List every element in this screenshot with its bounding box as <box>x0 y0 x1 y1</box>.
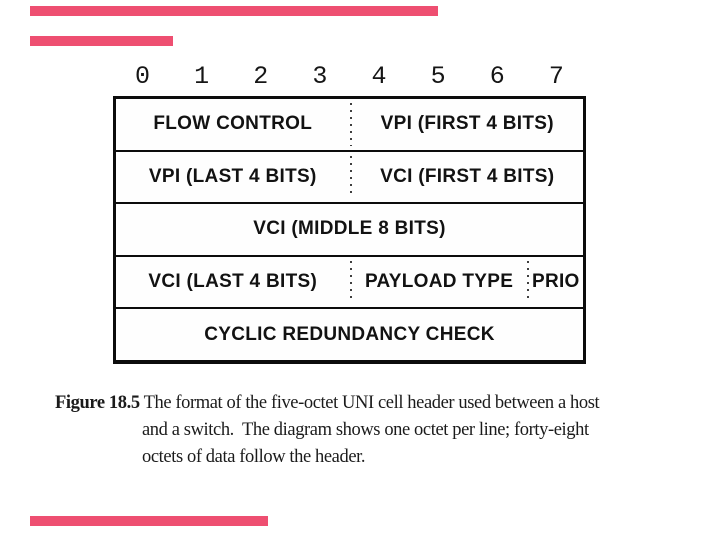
bit-scale: 0 1 2 3 4 5 6 7 <box>113 62 586 92</box>
octet-row-5: CYCLIC REDUNDANCY CHECK <box>116 307 583 360</box>
bit-label-6: 6 <box>489 62 505 91</box>
figure-number: Figure 18.5 <box>55 393 140 413</box>
bit-label-4: 4 <box>371 62 387 91</box>
dotted-bit-divider <box>349 155 352 199</box>
octet-row-4: VCI (LAST 4 BITS) PAYLOAD TYPE PRIO <box>116 254 583 308</box>
scan-artifact-bar-top-2 <box>30 36 173 46</box>
field-vpi-last-4-bits: VPI (LAST 4 BITS) <box>148 165 317 187</box>
uni-cell-header-diagram: FLOW CONTROL VPI (FIRST 4 BITS) VPI (LAS… <box>113 96 586 364</box>
figure-caption-line-3: octets of data follow the header. <box>142 447 366 467</box>
bit-label-2: 2 <box>253 62 269 91</box>
dotted-bit-divider <box>349 103 352 146</box>
figure-caption-line-1: Figure 18.5 The format of the five-octet… <box>55 392 600 414</box>
scan-artifact-bar-top <box>30 6 438 16</box>
field-vci-last-4-bits: VCI (LAST 4 BITS) <box>148 271 318 293</box>
scan-artifact-bar-bottom <box>30 516 268 526</box>
field-vci-first-4-bits: VCI (FIRST 4 BITS) <box>380 165 555 187</box>
bit-label-3: 3 <box>312 62 328 91</box>
bit-label-5: 5 <box>430 62 446 91</box>
caption-text-1: The format of the five-octet UNI cell he… <box>139 393 600 413</box>
field-cyclic-redundancy-check: CYCLIC REDUNDANCY CHECK <box>204 323 495 345</box>
figure-caption-line-2: and a switch. The diagram shows one octe… <box>142 420 589 440</box>
field-vci-middle-8-bits: VCI (MIDDLE 8 BITS) <box>253 218 446 240</box>
octet-row-3: VCI (MIDDLE 8 BITS) <box>116 202 583 255</box>
bit-label-7: 7 <box>548 62 564 91</box>
field-flow-control: FLOW CONTROL <box>153 113 313 135</box>
octet-row-2: VPI (LAST 4 BITS) VCI (FIRST 4 BITS) <box>116 149 583 203</box>
field-payload-type: PAYLOAD TYPE <box>364 271 514 293</box>
octet-row-1: FLOW CONTROL VPI (FIRST 4 BITS) <box>116 99 583 150</box>
bit-label-0: 0 <box>135 62 151 91</box>
field-vpi-first-4-bits: VPI (FIRST 4 BITS) <box>380 113 554 135</box>
dotted-bit-divider <box>526 260 529 304</box>
field-prio: PRIO <box>531 271 580 293</box>
bit-label-1: 1 <box>194 62 210 91</box>
dotted-bit-divider <box>349 260 352 304</box>
